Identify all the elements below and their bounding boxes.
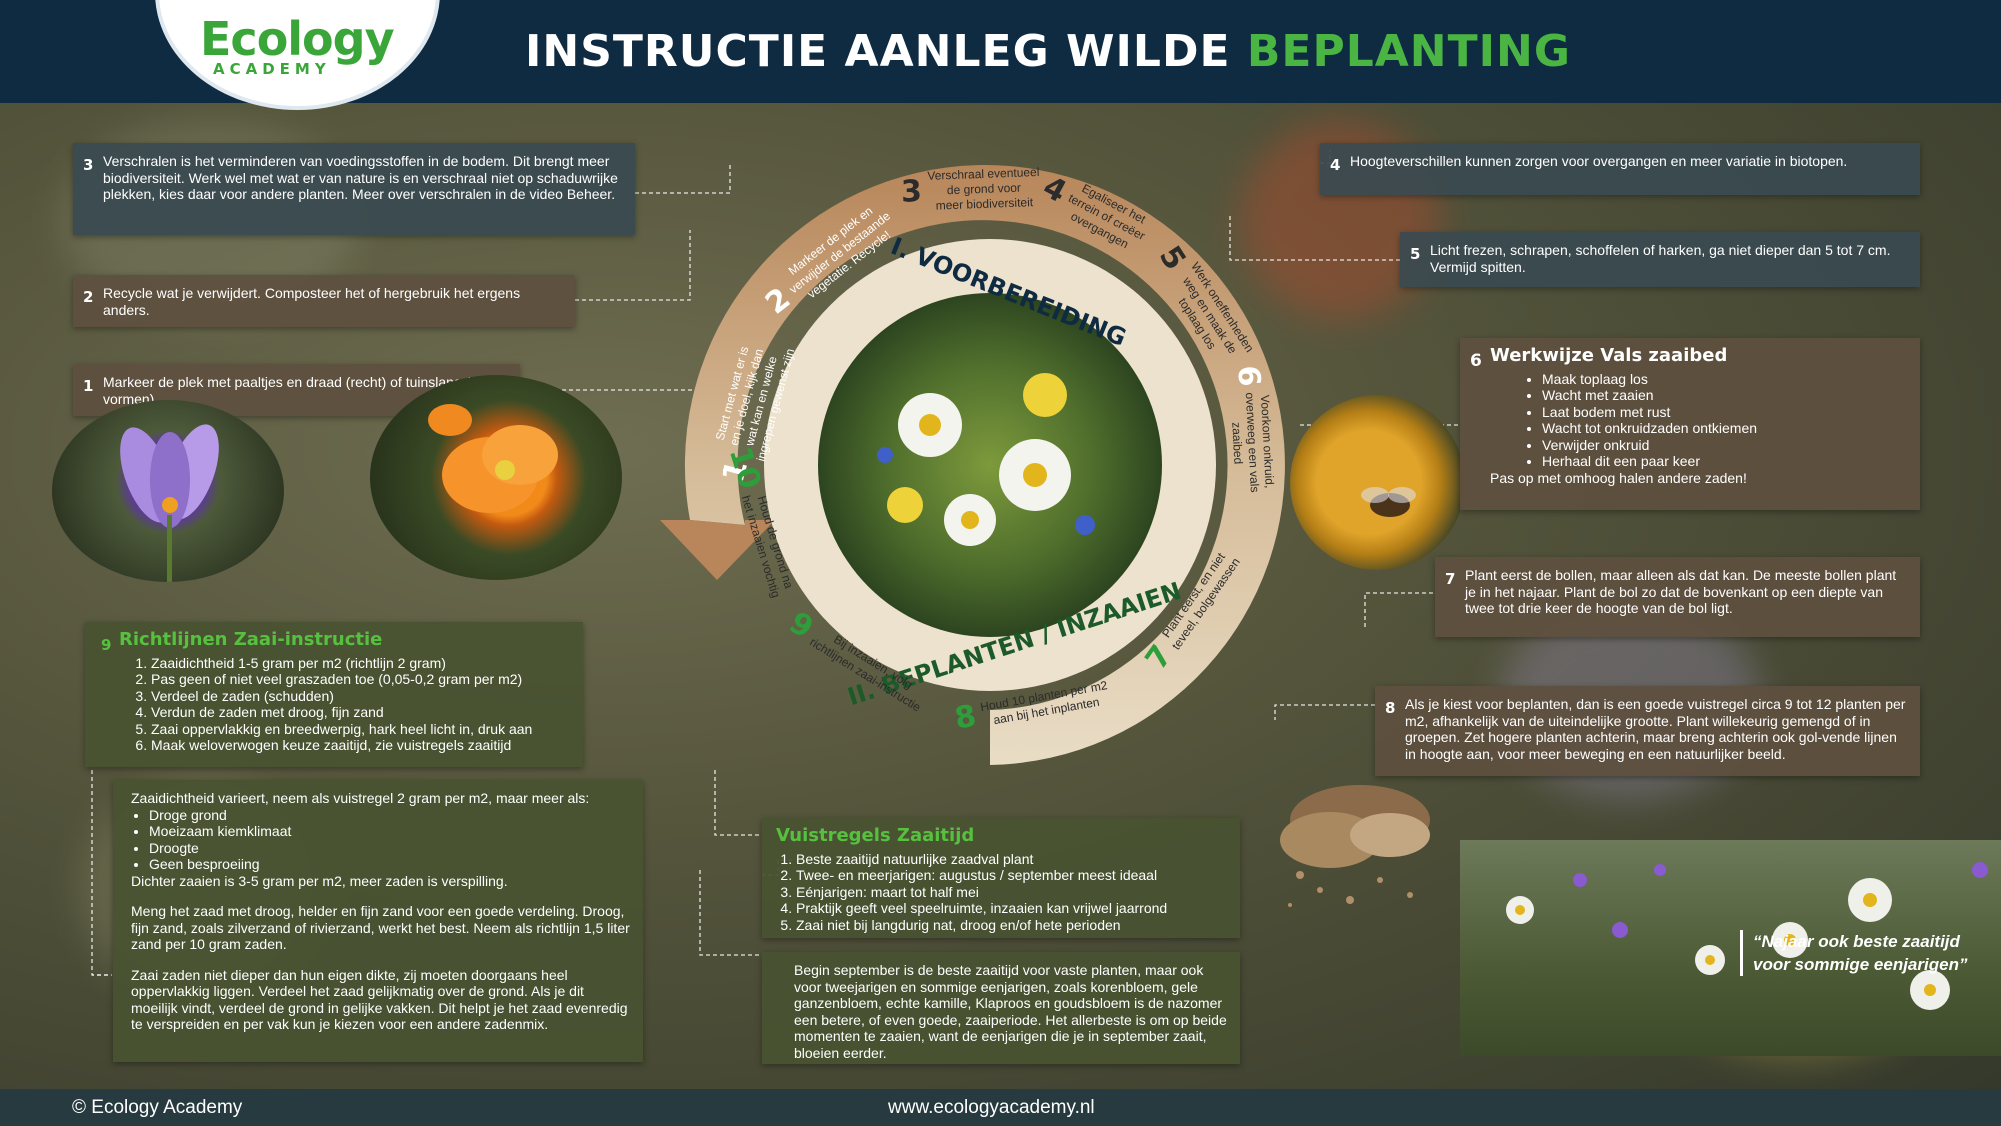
copyright: © Ecology Academy [72,1097,243,1118]
note-text: Pas op met omhoog halen andere zaden! [1490,469,1747,486]
quote: “Najaar ook beste zaaitijd voor sommige … [1740,930,1970,976]
note-step-8: 8 Als je kiest voor beplanten, dan is ee… [1375,686,1920,776]
list-item: Beste zaaitijd natuurlijke zaadval plant [796,851,1228,868]
connector-7 [1364,592,1433,630]
note-september: Begin september is de beste zaaitijd voo… [762,952,1240,1064]
logo-subtitle: ACADEMY [213,60,331,78]
connector-9 [714,770,762,836]
note-text: Zaaidichtheid varieert, neem als vuistre… [131,790,590,806]
list-item: Zaai oppervlakkig en breedwerpig, hark h… [151,721,571,738]
meadow-photo [1460,840,2001,1056]
list-item: Moeizaam kiemklimaat [149,823,631,840]
note-number: 1 [83,377,94,395]
connector-sept [699,870,760,956]
center-flower-photo [818,293,1162,637]
footer-bar: © Ecology Academy www.ecologyacademy.nl [0,1089,2001,1126]
connector-2 [575,230,691,301]
note-text: Begin september is de beste zaaitijd voo… [794,962,1227,1061]
list-item: Maak toplaag los [1542,371,1908,388]
note-text: Markeer de plek met paaltjes en draad (r… [103,374,507,407]
note-number: 4 [1330,156,1341,174]
note-number: 8 [1385,699,1396,717]
note-number: 3 [83,156,94,174]
note-step-4: 4 Hoogteverschillen kunnen zorgen voor o… [1320,143,1920,195]
note-number: 5 [1410,245,1421,263]
density-list: Droge grond Moeizaam kiemklimaat Droogte… [131,807,631,873]
note-text: Licht frezen, schrapen, schoffelen of ha… [1430,242,1891,275]
list-item: Zaai niet bij langdurig nat, droog en/of… [796,917,1228,934]
note-step-3: 3 Verschralen is het verminderen van voe… [73,143,635,235]
poppy-icon [428,404,558,513]
note-text: Recycle wat je verwijdert. Composteer he… [103,285,521,318]
crocus-icon [120,424,219,582]
list-item: Verdun de zaden met droog, fijn zand [151,704,571,721]
list-item: Verwijder onkruid [1542,437,1908,454]
wheel-step-number: 6 [1229,364,1267,388]
bee-icon [1361,487,1416,517]
note-step-2: 2 Recycle wat je verwijdert. Composteer … [73,275,575,327]
note-text: Als je kiest voor beplanten, dan is een … [1405,696,1906,762]
list-item: Verdeel de zaden (schudden) [151,688,571,705]
note-text: Plant eerst de bollen, maar alleen als d… [1465,567,1897,616]
list-item: Twee- en meerjarigen: augustus / septemb… [796,867,1228,884]
process-wheel [660,165,1285,765]
list-item: Maak weloverwogen keuze zaaitijd, zie vu… [151,737,571,754]
list-item: Zaaidichtheid 1-5 gram per m2 (richtlijn… [151,655,571,672]
note-number: 9 [101,636,112,654]
note-step-5: 5 Licht frezen, schrapen, schoffelen of … [1400,232,1920,287]
connector-8 [1274,704,1375,720]
list-item: Wacht met zaaien [1542,387,1908,404]
zaai-instructie-list: Zaaidichtheid 1-5 gram per m2 (richtlijn… [99,655,571,754]
photo-poppy [370,375,622,580]
vals-zaaibed-list: Maak toplaag los Wacht met zaaien Laat b… [1490,371,1908,470]
note-text: Hoogteverschillen kunnen zorgen voor ove… [1350,153,1848,169]
photo-crocus [52,400,284,582]
note-text: Meng het zaad met droog, helder en fijn … [131,903,630,952]
note-title: Vuistregels Zaaitijd [776,825,975,846]
photo-bee-flower [1290,395,1465,570]
list-item: Laat bodem met rust [1542,404,1908,421]
list-item: Droogte [149,840,631,857]
page-title: INSTRUCTIE AANLEG WILDE BEPLANTING [525,26,1571,77]
wheel-ring [660,165,1285,765]
list-item: Herhaal dit een paar keer [1542,453,1908,470]
connector-5 [1229,215,1400,261]
list-item: Geen besproeiing [149,856,631,873]
note-density: Zaaidichtheid varieert, neem als vuistre… [113,780,643,1062]
logo-wordmark: Ecology [200,12,395,66]
connector-9b [91,770,112,976]
list-item: Praktijk geeft veel speelruimte, inzaaie… [796,900,1228,917]
note-title: Werkwijze Vals zaaibed [1490,345,1728,366]
seeds-image [1280,785,1430,907]
note-number: 6 [1470,351,1482,371]
note-text: Verschralen is het verminderen van voedi… [103,153,618,202]
flower-meadow-icon [1506,862,1988,1010]
list-item: Wacht tot onkruidzaden ontkiemen [1542,420,1908,437]
note-step-7: 7 Plant eerst de bollen, maar alleen als… [1435,557,1920,637]
note-title-text: Richtlijnen Zaai-instructie [119,629,383,650]
note-text: Zaai zaden niet dieper dan hun eigen dik… [131,966,628,1033]
vuistregels-list: Beste zaaitijd natuurlijke zaadval plant… [776,851,1228,934]
list-item: Droge grond [149,807,631,824]
title-part-2: BEPLANTING [1246,26,1571,77]
note-text: Dichter zaaien is 3-5 gram per m2, meer … [131,872,508,889]
note-number: 7 [1445,570,1456,588]
wheel-step-number: 8 [952,698,980,737]
note-title: 9 Richtlijnen Zaai-instructie [99,629,571,654]
list-item: Pas geen of niet veel graszaden toe (0,0… [151,671,571,688]
connector-3 [635,165,731,194]
note-number: 2 [83,288,94,306]
wheel-step-number: 3 [900,174,923,210]
list-item: Eénjarigen: maart tot half mei [796,884,1228,901]
note-vuistregels: Vuistregels Zaaitijd Beste zaaitijd natu… [762,818,1240,938]
note-step-6: 6 Werkwijze Vals zaaibed Maak toplaag lo… [1460,338,1920,510]
title-part-1: INSTRUCTIE AANLEG WILDE [525,26,1231,77]
website-link[interactable]: www.ecologyacademy.nl [888,1097,1095,1118]
note-step-9: 9 Richtlijnen Zaai-instructie Zaaidichthe… [85,622,583,767]
daisy-icon [877,373,1095,546]
